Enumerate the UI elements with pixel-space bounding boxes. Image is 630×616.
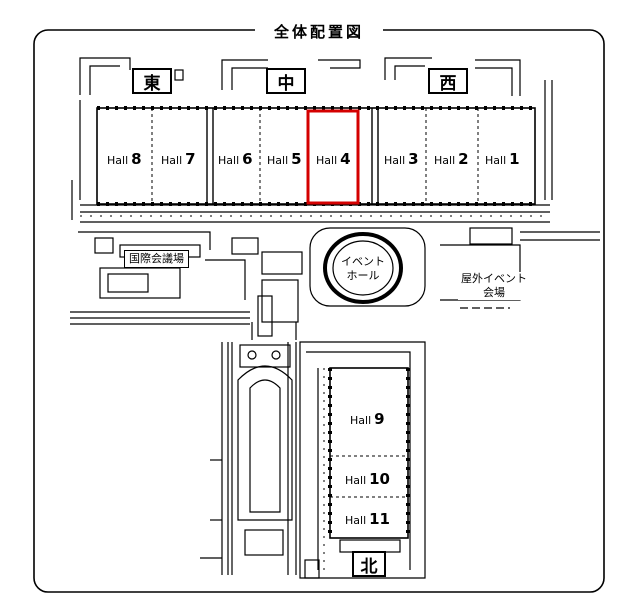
hall-word: Hall: [316, 154, 338, 167]
outdoor-event-line1: 屋外イベント: [461, 272, 527, 285]
map-title-box: 全体配置図: [255, 18, 383, 44]
hall-word: Hall: [267, 154, 289, 167]
hall-word: Hall: [218, 154, 240, 167]
hall-number: 3: [408, 150, 419, 168]
hall-word: Hall: [350, 414, 372, 427]
conference-center-text: 国際会議場: [129, 252, 184, 265]
south-west-structure: [200, 342, 297, 575]
hall-word: Hall: [384, 154, 406, 167]
map-frame: [33, 29, 605, 593]
hall-number: 4: [340, 150, 351, 168]
east-marker: 東: [132, 68, 172, 94]
hall-number: 5: [291, 150, 302, 168]
event-hall-structure: [309, 227, 426, 307]
north-wall-structures: [79, 57, 553, 200]
hall-number: 10: [369, 470, 390, 488]
hall-number: 11: [369, 510, 390, 528]
center-marker: 中: [266, 68, 306, 94]
hall-number: 1: [509, 150, 520, 168]
hall-word: Hall: [345, 514, 367, 527]
hall-4-highlight: [306, 109, 360, 205]
hall-number: 7: [185, 150, 196, 168]
hall-word: Hall: [434, 154, 456, 167]
hall-word: Hall: [161, 154, 183, 167]
event-hall-label[interactable]: イベント ホール: [340, 255, 386, 283]
event-hall-line2: ホール: [346, 269, 380, 282]
conference-center-label[interactable]: 国際会議場: [124, 250, 189, 268]
hall-word: Hall: [107, 154, 129, 167]
central-passages: [251, 279, 299, 340]
hall-word: Hall: [485, 154, 507, 167]
hall-word: Hall: [345, 474, 367, 487]
hall-number: 2: [458, 150, 469, 168]
hall-number: 6: [242, 150, 253, 168]
map-title: 全体配置図: [273, 22, 364, 41]
north-hall-block: [299, 341, 426, 579]
event-hall-line1: イベント: [341, 255, 385, 268]
outdoor-event-line2: 会場: [483, 286, 505, 299]
west-marker: 西: [428, 68, 468, 94]
hall-number: 8: [131, 150, 142, 168]
outdoor-event-venue-label[interactable]: 屋外イベント 会場: [458, 272, 530, 300]
hall-number: 9: [374, 410, 385, 428]
north-marker: 北: [352, 551, 386, 577]
conference-area: [70, 231, 303, 325]
